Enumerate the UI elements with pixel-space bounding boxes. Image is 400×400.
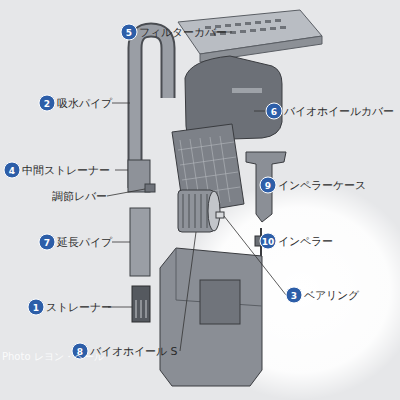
callout-number: 3 <box>286 287 303 304</box>
extension-pipe <box>130 208 150 276</box>
callout-number: 10 <box>260 233 277 250</box>
box-chamber <box>200 280 240 324</box>
biowheel-cover <box>185 56 282 140</box>
callout-number: 6 <box>266 103 283 120</box>
cover-logo <box>232 88 262 93</box>
biowheel-pleats <box>183 194 207 228</box>
callout-number: 1 <box>28 299 45 316</box>
part-name: 延長パイプ <box>57 237 112 248</box>
part-name: 中間ストレーナー <box>22 165 110 176</box>
watermark: Photo レヨン・ベール <box>2 350 104 364</box>
part-name: 吸水パイプ <box>57 98 112 109</box>
adjust-lever <box>145 184 155 192</box>
filter-box <box>160 248 262 386</box>
callout-number: 2 <box>39 95 56 112</box>
callout-number: 7 <box>39 234 56 251</box>
callout-number: 4 <box>4 162 21 179</box>
part-name: ベアリング <box>304 290 359 301</box>
part-name: フィルターカバー <box>139 27 227 38</box>
part-name: インペラー <box>278 236 333 247</box>
part-name: ストレーナー <box>46 302 112 313</box>
bearing <box>216 212 224 218</box>
part-name: 調節レバー <box>52 191 107 202</box>
part-name: インペラーケース <box>278 180 366 191</box>
strainer-slots <box>136 300 146 318</box>
leader-lines <box>107 32 286 351</box>
strainer <box>132 286 150 322</box>
biowheel-end <box>208 191 220 231</box>
part-name: バイオホイールカバー <box>284 106 394 117</box>
callout-number: 9 <box>260 177 277 194</box>
callout-number: 5 <box>121 24 138 41</box>
